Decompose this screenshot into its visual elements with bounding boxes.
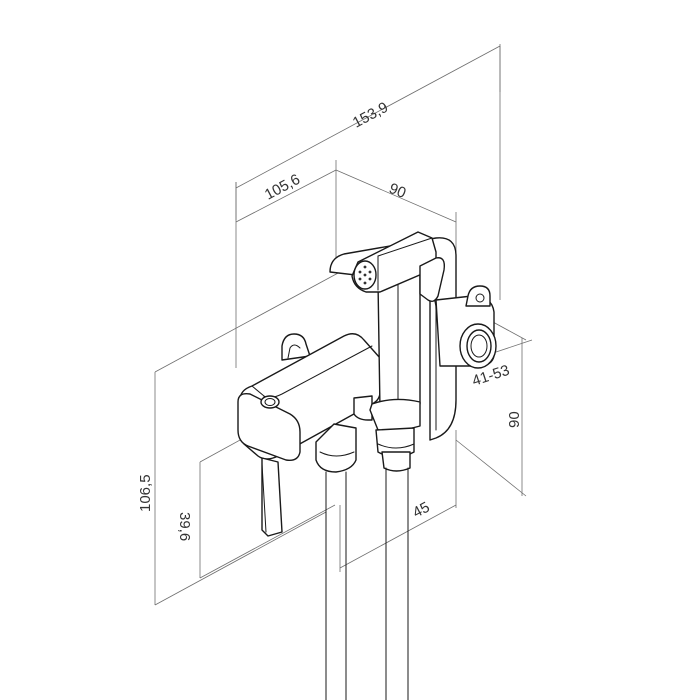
label-total-width: 153,9: [350, 99, 391, 132]
spray-trigger: [419, 257, 446, 303]
label-base-offset: 45: [410, 499, 433, 522]
dim-line-body-depth: [235, 169, 337, 223]
label-side-height: 90: [506, 411, 523, 428]
nozzle-holes: [358, 265, 372, 285]
spray-nozzle: [353, 260, 377, 290]
label-lever-height: 39,6: [176, 512, 193, 541]
mixer-assembly: [237, 231, 497, 700]
mixer-cap: [237, 392, 301, 462]
label-body-depth: 105,6: [262, 171, 303, 204]
hose-nut-left: [315, 423, 357, 473]
label-total-height: 106,5: [137, 474, 154, 512]
hose-coupling: [369, 398, 421, 432]
holder-bracket: [353, 395, 373, 421]
label-head-width: 90: [387, 180, 409, 202]
dim-line-total-width: [235, 45, 501, 189]
cap-button: [260, 395, 280, 409]
dim-line-base-offset: [339, 504, 457, 569]
lever-handle: [261, 457, 283, 537]
mounting-lug-right: [465, 285, 491, 307]
dim-line-head-width: [335, 169, 457, 223]
